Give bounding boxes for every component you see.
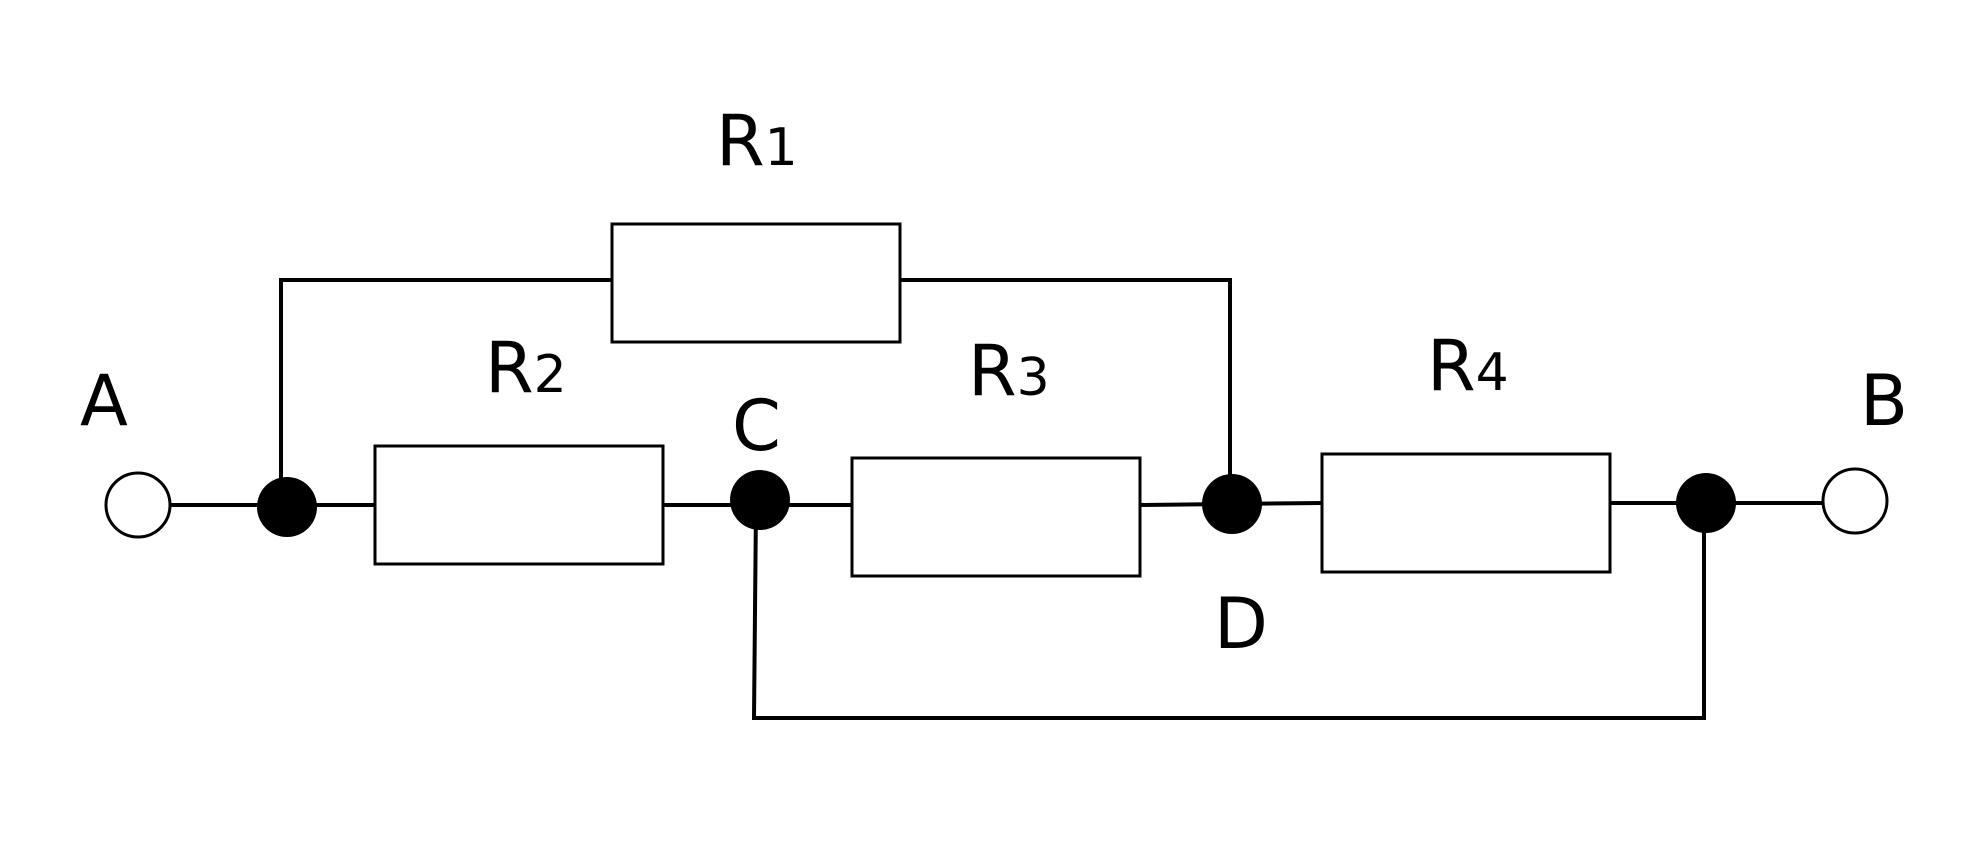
junction-node-d (1202, 474, 1262, 534)
junction-node-a-side (257, 477, 317, 537)
resistor-r4-index: 4 (1476, 343, 1509, 403)
wire-bottom-branch (751, 502, 1706, 720)
resistor-r4-label: R4 (1427, 325, 1509, 407)
resistor-r1 (610, 222, 902, 344)
node-c-label: C (732, 385, 781, 467)
resistor-r2-letter: R (485, 327, 534, 409)
resistor-r2-index: 2 (534, 345, 567, 405)
resistor-r2 (373, 444, 665, 566)
wire-r1-left-branch (279, 278, 614, 507)
terminal-b (1821, 467, 1889, 535)
resistor-r1-label: R1 (716, 100, 798, 182)
terminal-b-label: B (1860, 360, 1908, 442)
terminal-a (104, 471, 172, 539)
resistor-r1-letter: R (716, 100, 765, 182)
resistor-r3-index: 3 (1017, 348, 1050, 408)
resistor-r1-index: 1 (765, 118, 798, 178)
resistor-r4-letter: R (1427, 325, 1476, 407)
resistor-r2-label: R2 (485, 327, 567, 409)
resistor-r3-label: R3 (968, 330, 1050, 412)
junction-node-c (730, 470, 790, 530)
node-d-label: D (1214, 583, 1268, 665)
terminal-a-label: A (80, 360, 128, 442)
junction-node-b-side (1676, 473, 1736, 533)
wire-r1-right-branch (898, 278, 1232, 507)
resistor-r3-letter: R (968, 330, 1017, 412)
resistor-r4 (1320, 452, 1612, 574)
resistor-r3 (850, 456, 1142, 578)
